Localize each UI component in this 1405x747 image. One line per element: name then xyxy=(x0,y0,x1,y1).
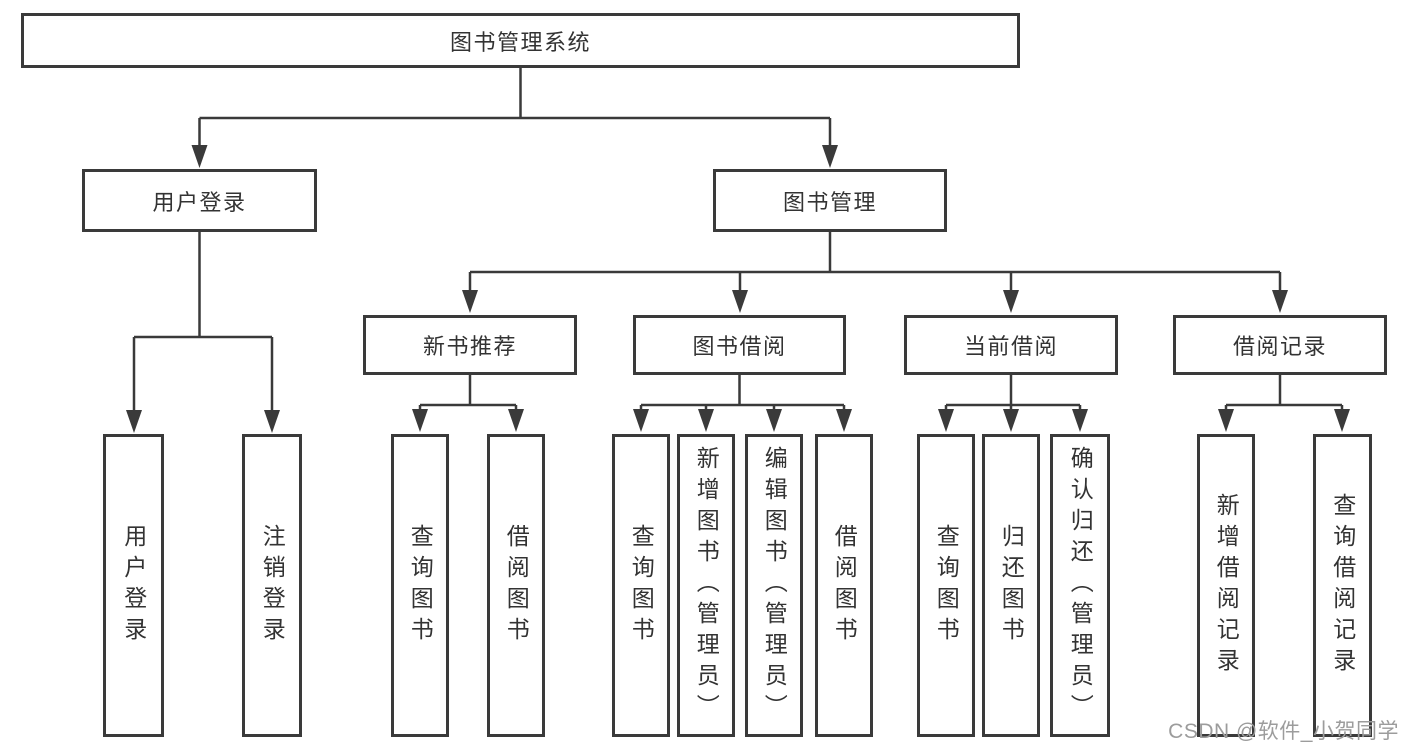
node-label: 新书推荐 xyxy=(422,334,517,359)
node-current-borrowing: 当前借阅 xyxy=(904,315,1118,375)
arrowhead-bb-borrow xyxy=(836,409,852,432)
arrowhead-leaf-user-login xyxy=(126,410,142,433)
arrowhead-bb-query xyxy=(633,409,649,432)
leaf-query-borrow-record: 查询借阅记录 xyxy=(1313,434,1372,737)
node-label: 借阅图书 xyxy=(503,523,530,648)
node-label: 注销登录 xyxy=(259,523,286,648)
node-label: 借阅图书 xyxy=(831,523,858,648)
connector-current-borrow-to-leaves xyxy=(938,375,1088,432)
connector-book-borrow-to-leaves xyxy=(633,375,852,432)
node-new-book-recommend: 新书推荐 xyxy=(363,315,577,375)
node-label: 用户登录 xyxy=(152,189,247,215)
leaf-logout: 注销登录 xyxy=(242,434,302,737)
node-label: 新增图书（管理员） xyxy=(693,446,720,725)
node-label: 查询图书 xyxy=(407,523,434,648)
arrowhead-nb-query xyxy=(412,409,428,432)
node-label: 查询图书 xyxy=(933,523,960,648)
node-label: 查询借阅记录 xyxy=(1329,492,1356,679)
node-label: 新增借阅记录 xyxy=(1213,492,1240,679)
arrowhead-user-login xyxy=(191,145,208,168)
arrowhead-br-query xyxy=(1334,409,1350,432)
arrowhead-br-add xyxy=(1218,409,1234,432)
leaf-add-books-admin: 新增图书（管理员） xyxy=(677,434,735,737)
watermark: CSDN @软件_小贺同学 xyxy=(1168,720,1399,743)
node-book-borrowing: 图书借阅 xyxy=(633,315,846,375)
leaf-query-books-3: 查询图书 xyxy=(917,434,975,737)
leaf-return-books: 归还图书 xyxy=(982,434,1040,737)
leaf-borrow-books-2: 借阅图书 xyxy=(815,434,873,737)
connector-book-mgmt-to-level3 xyxy=(462,232,1288,313)
node-label: 借阅记录 xyxy=(1232,334,1327,359)
arrowhead-leaf-logout xyxy=(264,410,280,433)
node-label: 编辑图书（管理员） xyxy=(761,446,788,725)
arrowhead-bb-add xyxy=(698,409,714,432)
arrowhead-cb-query xyxy=(938,409,954,432)
leaf-confirm-return-admin: 确认归还（管理员） xyxy=(1050,434,1110,737)
node-label: 图书借阅 xyxy=(692,334,787,359)
arrowhead-cb-return xyxy=(1003,409,1019,432)
connector-root-to-level2 xyxy=(191,68,838,168)
leaf-add-borrow-record: 新增借阅记录 xyxy=(1197,434,1255,737)
arrowhead-book-mgmt xyxy=(822,145,838,168)
leaf-borrow-books-1: 借阅图书 xyxy=(487,434,545,737)
connector-new-books-to-leaves xyxy=(412,375,524,432)
node-label: 当前借阅 xyxy=(963,334,1058,359)
arrowhead-bb-edit xyxy=(766,409,782,432)
node-label: 图书管理系统 xyxy=(449,29,591,55)
arrowhead-nb-borrow xyxy=(508,409,524,432)
leaf-user-login: 用户登录 xyxy=(103,434,164,737)
arrowhead-cb-confirm xyxy=(1072,409,1088,432)
node-book-management: 图书管理 xyxy=(713,169,947,232)
node-label: 查询图书 xyxy=(628,523,655,648)
arrowhead-new-books xyxy=(462,290,478,313)
leaf-query-books-1: 查询图书 xyxy=(391,434,449,737)
node-label: 图书管理 xyxy=(782,189,877,215)
node-library-system: 图书管理系统 xyxy=(21,13,1020,68)
node-user-login: 用户登录 xyxy=(82,169,317,232)
connector-user-login-to-leaves xyxy=(126,232,280,433)
arrowhead-book-borrow xyxy=(732,290,748,313)
node-label: 归还图书 xyxy=(998,523,1025,648)
connector-borrow-records-to-leaves xyxy=(1218,375,1350,432)
arrowhead-borrow-records xyxy=(1272,290,1288,313)
leaf-query-books-2: 查询图书 xyxy=(612,434,670,737)
node-borrowing-records: 借阅记录 xyxy=(1173,315,1387,375)
arrowhead-current-borrow xyxy=(1003,290,1019,313)
node-label: 确认归还（管理员） xyxy=(1067,446,1094,725)
node-label: 用户登录 xyxy=(120,523,147,648)
leaf-edit-books-admin: 编辑图书（管理员） xyxy=(745,434,803,737)
